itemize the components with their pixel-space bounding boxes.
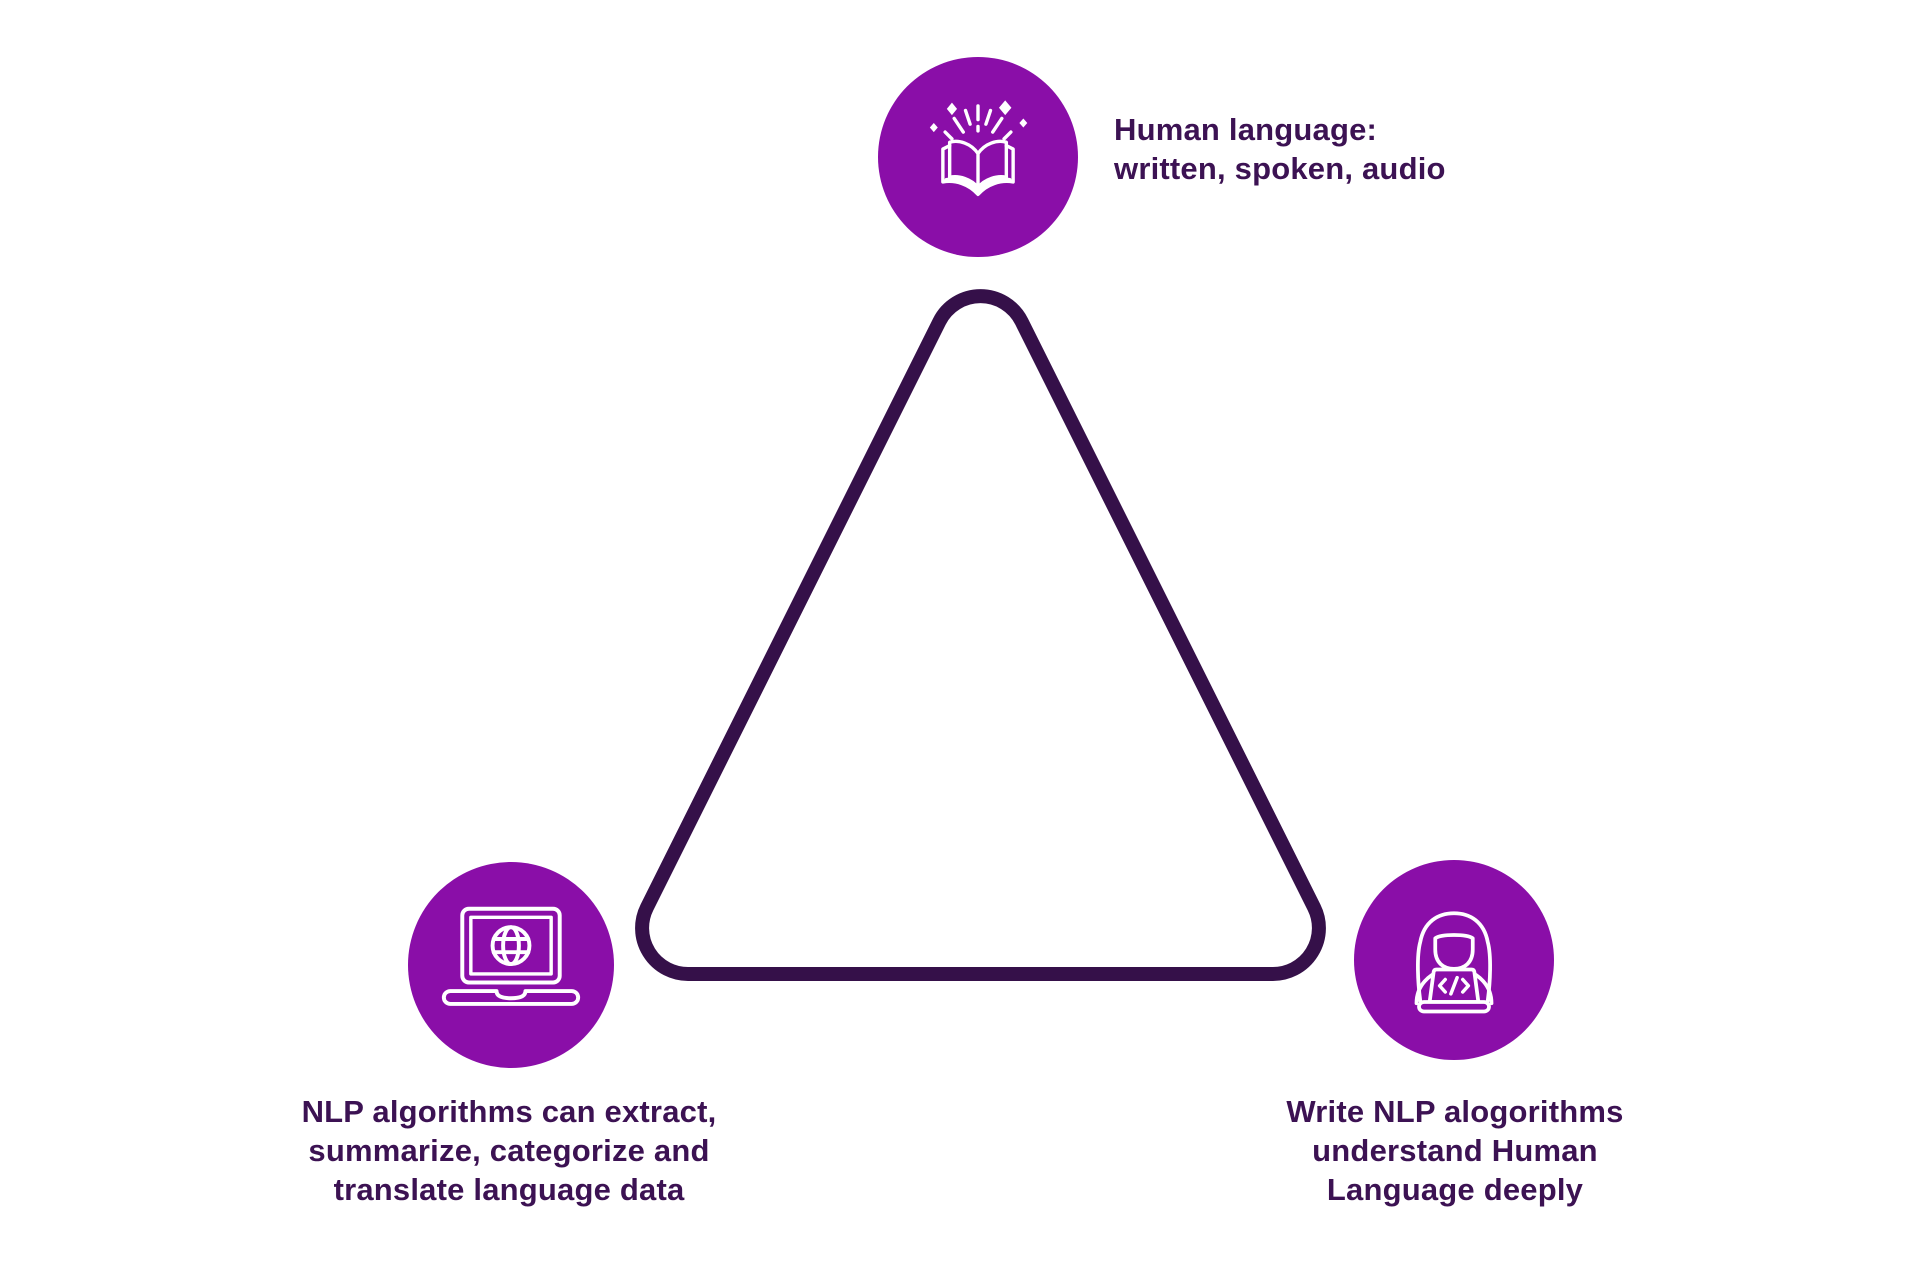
coder-person-icon <box>1414 911 1494 1014</box>
laptop-globe-icon <box>441 906 581 1006</box>
label-write-algorithms: Write NLP alogorithms understand Human L… <box>1205 1092 1705 1209</box>
label-line: understand Human <box>1312 1133 1598 1168</box>
node-human-language <box>878 57 1078 257</box>
label-human-language: Human language: written, spoken, audio <box>1114 110 1446 188</box>
triangle-outline <box>635 289 1326 981</box>
label-line: Write NLP alogorithms <box>1286 1094 1624 1129</box>
label-line: written, spoken, audio <box>1114 151 1446 186</box>
label-line: summarize, categorize and <box>308 1133 710 1168</box>
label-nlp-algorithms: NLP algorithms can extract, summarize, c… <box>259 1092 759 1209</box>
magic-book-icon <box>929 100 1028 197</box>
node-nlp-algorithms <box>408 862 614 1068</box>
node-write-algorithms <box>1354 860 1554 1060</box>
label-line: Language deeply <box>1326 1172 1584 1207</box>
label-line: NLP algorithms can extract, <box>301 1094 717 1129</box>
label-line: translate language data <box>333 1172 685 1207</box>
label-line: Human language: <box>1114 112 1378 147</box>
